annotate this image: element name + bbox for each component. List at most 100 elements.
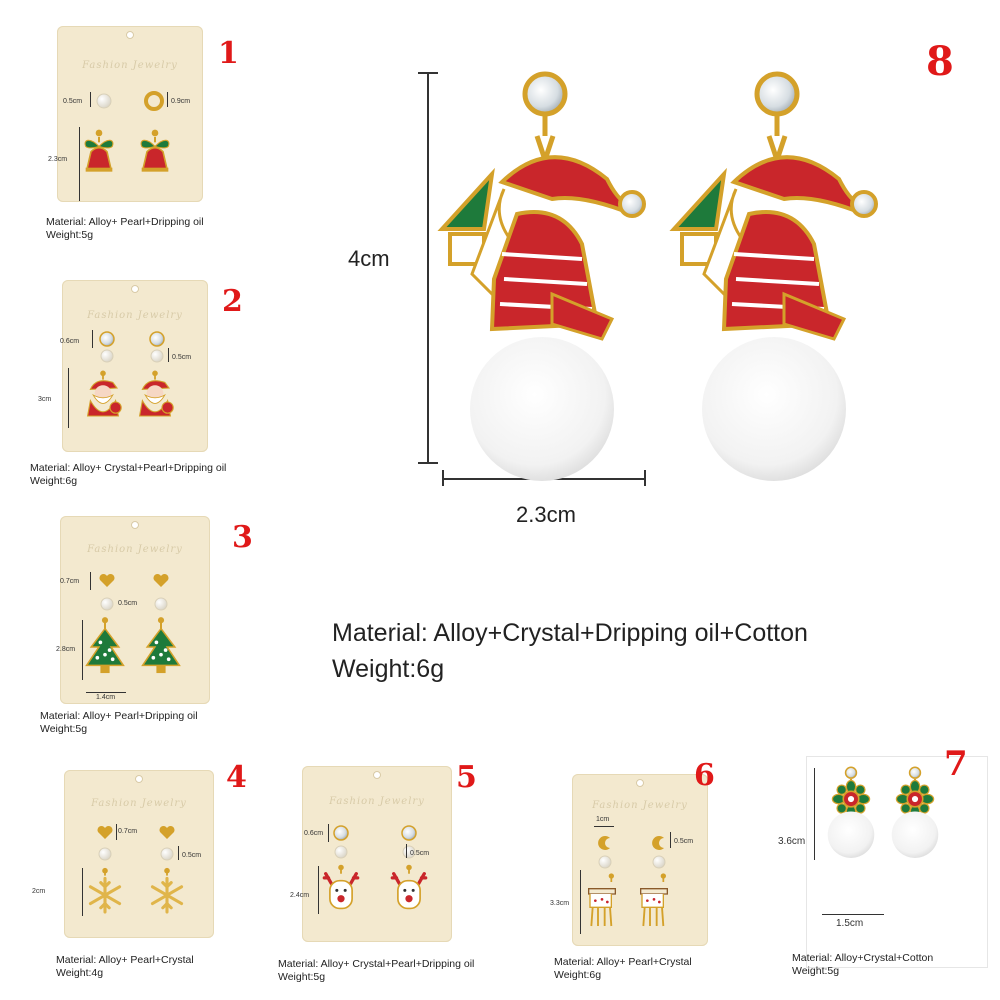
pearl	[334, 845, 348, 859]
crystal-stud	[149, 331, 165, 347]
dim-label: 1.5cm	[836, 918, 864, 929]
heart-stud	[99, 573, 115, 587]
height-dim-line	[427, 72, 429, 462]
card-hole	[131, 521, 139, 529]
crystal-stud	[333, 825, 349, 841]
brand-mark: Fashion Jewelry	[82, 60, 178, 71]
brand-mark: Fashion Jewelry	[592, 800, 688, 811]
product-number: 4	[226, 760, 247, 795]
dim-label: 0.9cm	[171, 98, 191, 105]
santa-pompom-icon	[669, 71, 878, 481]
santa-icon	[82, 368, 124, 422]
crystal-stud	[99, 331, 115, 347]
moon-stud	[652, 836, 664, 850]
deer-icon	[582, 872, 622, 932]
bell-icon	[79, 126, 119, 180]
dim-label: 1.4cm	[96, 694, 116, 701]
dim-line	[82, 868, 83, 916]
card-hole	[636, 779, 644, 787]
dim-line	[82, 620, 83, 680]
card-hole	[135, 775, 143, 783]
earring-card: Fashion Jewelry 0.6cm 0.5cm 2.4cm	[290, 766, 452, 942]
featured-material-text: Material: Alloy+Crystal+Dripping oil+Cot…	[332, 619, 808, 647]
santa-pompom-icon	[437, 71, 646, 481]
height-label: 4cm	[348, 246, 390, 271]
dim-label: 0.5cm	[410, 850, 430, 857]
pearl	[150, 349, 164, 363]
earring-card: Fashion Jewelry 0.6cm 0.5cm 3cm	[38, 280, 208, 452]
pearl-stud	[96, 93, 112, 109]
pearl	[598, 855, 612, 869]
product-number: 8	[926, 38, 954, 85]
weight-text: Weight:5g	[40, 723, 88, 735]
product-7: 3.6cm 1.5cm 7 Material: Alloy+Crystal+Co…	[770, 740, 1000, 994]
weight-text: Weight:5g	[278, 971, 326, 983]
product-2: Fashion Jewelry 0.6cm 0.5cm 3cm 2 Materi…	[10, 258, 310, 498]
deer-icon	[634, 872, 674, 932]
product-number: 5	[456, 760, 477, 795]
material-text: Material: Alloy+Crystal+Cotton	[792, 952, 934, 964]
moon-stud	[598, 836, 610, 850]
weight-text: Weight:5g	[46, 229, 94, 241]
dim-label: 0.5cm	[182, 852, 202, 859]
product-photo-frame	[806, 756, 988, 968]
dim-line	[168, 348, 169, 362]
height-dim-cap	[418, 462, 438, 464]
snowflake-icon	[146, 866, 188, 916]
dim-line	[90, 572, 91, 590]
dim-label: 2.8cm	[56, 646, 76, 653]
dim-label: 0.7cm	[118, 828, 138, 835]
material-text: Material: Alloy+ Pearl+Dripping oil	[40, 710, 198, 722]
dim-line	[580, 870, 581, 934]
dim-line	[92, 330, 93, 348]
heart-stud	[159, 825, 175, 839]
product-number: 2	[222, 284, 243, 319]
christmas-tree-icon	[82, 616, 128, 678]
featured-weight-text: Weight:6g	[332, 655, 445, 683]
material-text: Material: Alloy+ Pearl+Dripping oil	[46, 216, 204, 228]
earring-card: Fashion Jewelry 0.7cm 0.5cm 2cm	[32, 770, 214, 938]
product-5: Fashion Jewelry 0.6cm 0.5cm 2.4cm 5 Mate…	[270, 758, 520, 994]
height-dim-cap	[418, 72, 438, 74]
dim-line	[318, 866, 319, 914]
heart-stud	[153, 573, 169, 587]
christmas-tree-icon	[138, 616, 184, 678]
material-text: Material: Alloy+ Pearl+Crystal	[56, 954, 194, 966]
product-4: Fashion Jewelry 0.7cm 0.5cm 2cm 4 Materi…	[10, 758, 270, 994]
dim-line	[814, 768, 815, 860]
bell-icon	[135, 126, 175, 180]
width-dim-cap	[442, 470, 444, 486]
brand-mark: Fashion Jewelry	[87, 544, 183, 555]
earring-card: Fashion Jewelry 0.7cm 0.5cm 2.8cm 1.4cm	[56, 516, 210, 704]
card-hole	[131, 285, 139, 293]
earring-card: Fashion Jewelry 1cm 0.5cm 3.3cm	[550, 774, 708, 946]
brand-mark: Fashion Jewelry	[87, 310, 183, 321]
dim-label: 0.7cm	[60, 578, 80, 585]
dim-label: 0.6cm	[304, 830, 324, 837]
dim-label: 3cm	[38, 396, 52, 403]
dim-line	[670, 832, 671, 848]
pearl	[98, 847, 112, 861]
weight-text: Weight:4g	[56, 967, 104, 979]
dim-line	[86, 692, 126, 693]
santa-icon	[134, 368, 176, 422]
weight-text: Weight:5g	[792, 965, 840, 977]
reindeer-icon	[388, 864, 430, 914]
dim-line	[90, 92, 91, 107]
flower-pompom-icon	[820, 766, 882, 860]
weight-text: Weight:6g	[30, 475, 78, 487]
dim-line	[116, 824, 117, 840]
pearl	[100, 597, 114, 611]
weight-text: Weight:6g	[554, 969, 602, 981]
dim-label: 0.5cm	[63, 98, 83, 105]
pearl	[652, 855, 666, 869]
dim-label: 0.5cm	[118, 600, 138, 607]
earring-card: Fashion Jewelry 0.5cm 0.9cm 2.3cm	[48, 26, 203, 202]
dim-line	[167, 92, 168, 107]
product-6: Fashion Jewelry 1cm 0.5cm 3.3cm 6 Materi…	[520, 758, 770, 994]
material-text: Material: Alloy+ Pearl+Crystal	[554, 956, 692, 968]
dim-line	[594, 826, 614, 827]
dim-label: 0.6cm	[60, 338, 80, 345]
dim-label: 3.6cm	[778, 836, 806, 847]
width-dim-cap	[644, 470, 646, 486]
